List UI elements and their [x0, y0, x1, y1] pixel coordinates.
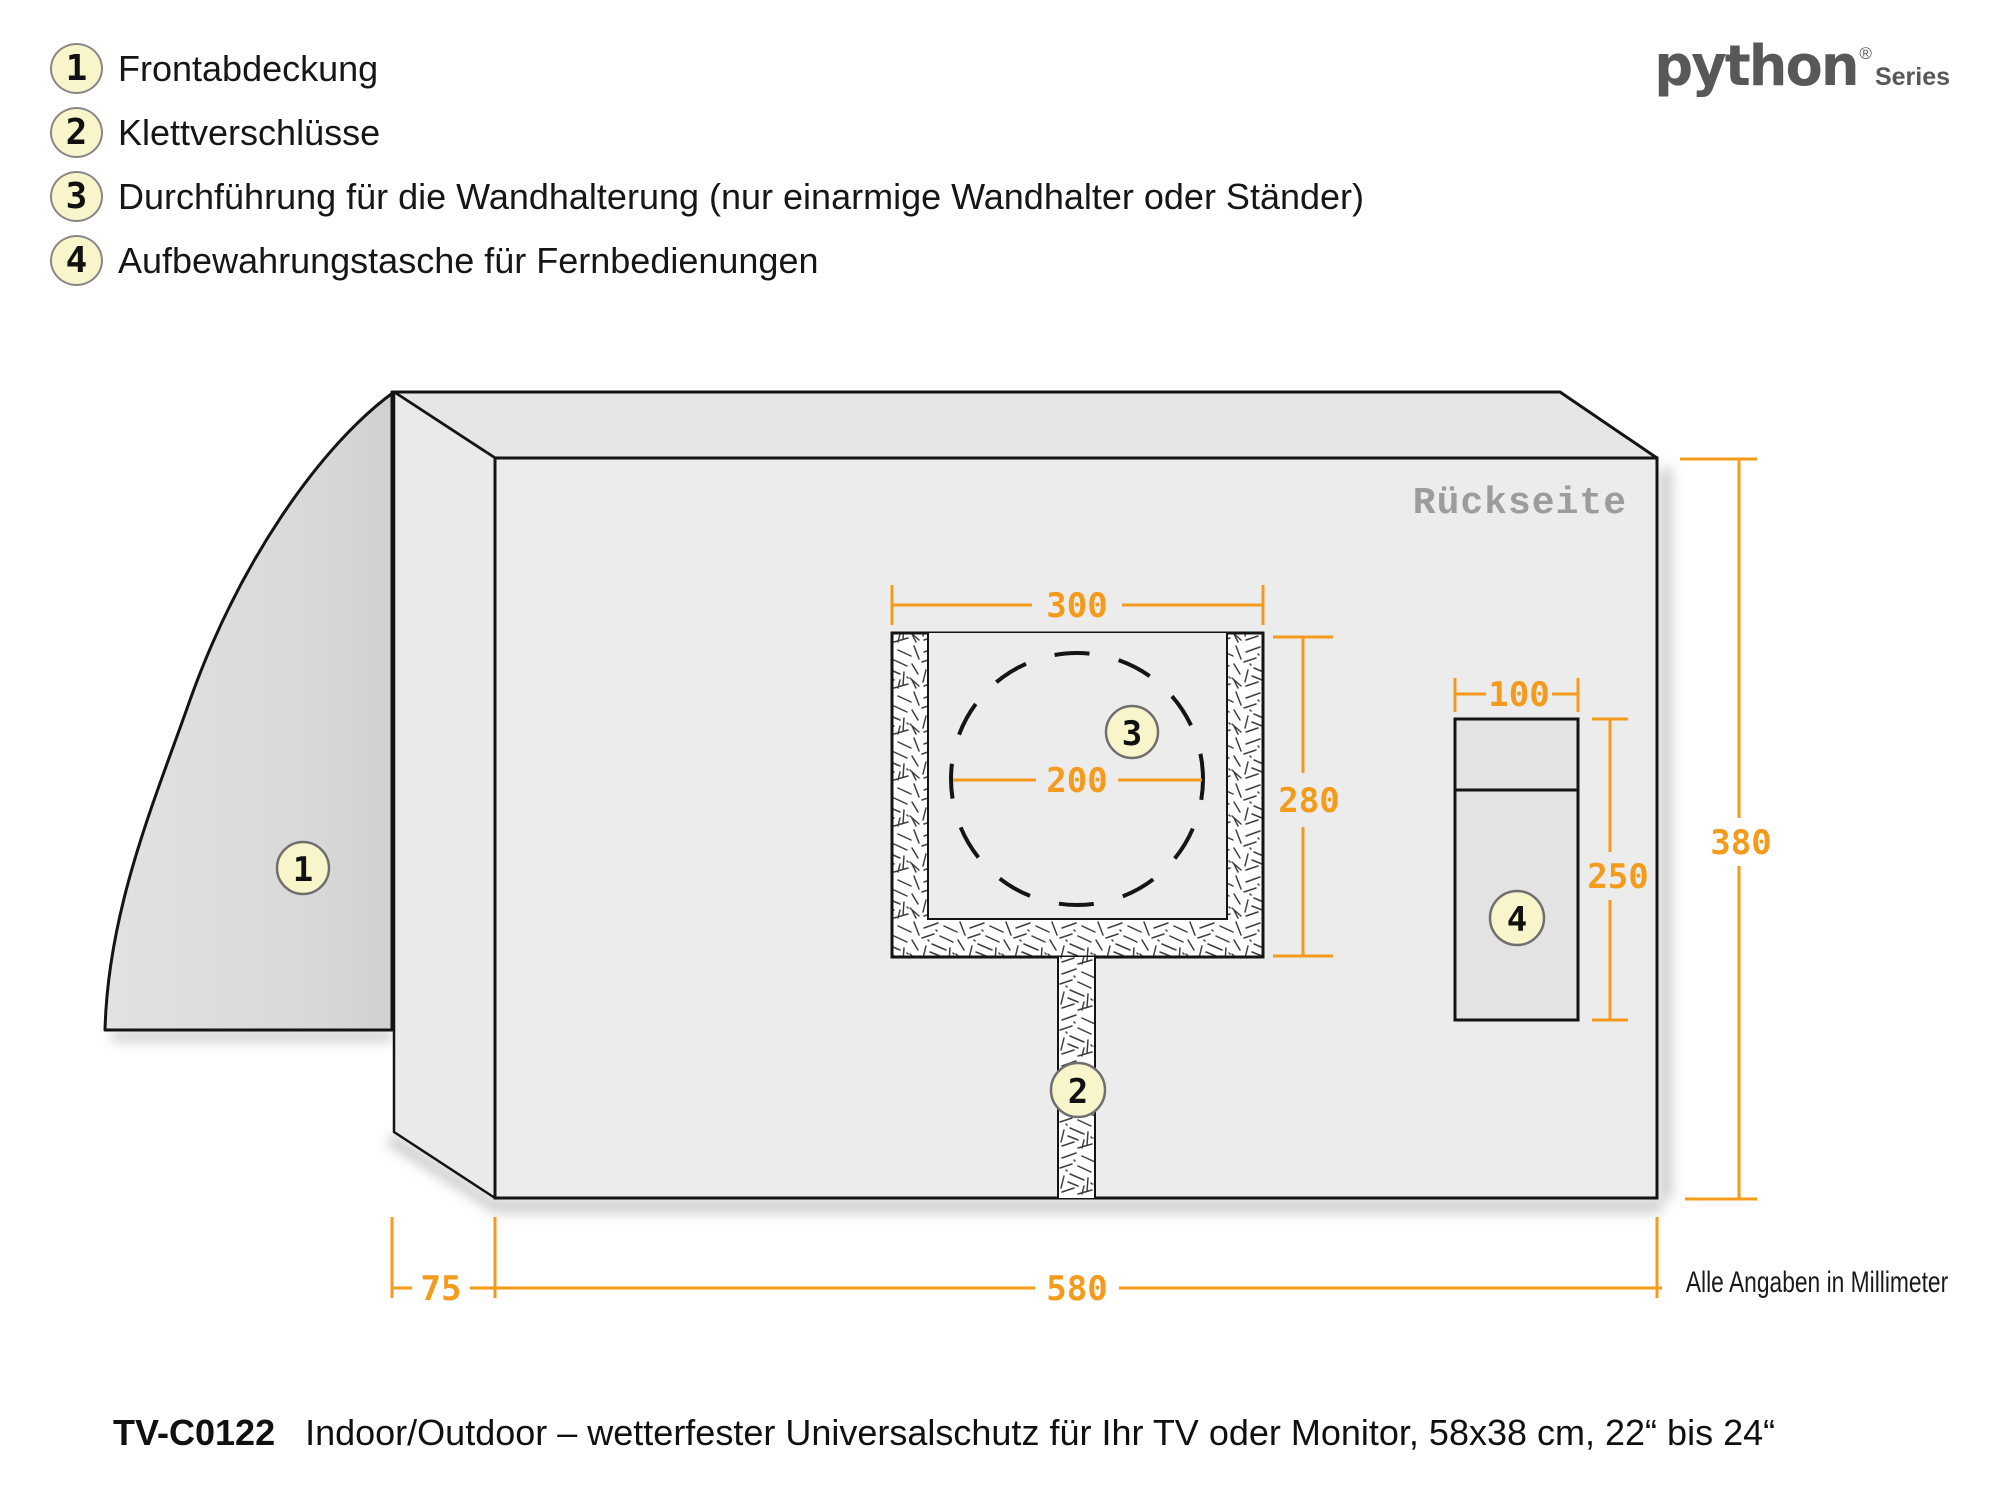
svg-text:2: 2	[1068, 1072, 1088, 1112]
svg-text:300: 300	[1046, 586, 1107, 626]
diagram-badge-1: 1	[275, 840, 331, 896]
dimension-250: 250	[1587, 717, 1649, 1022]
product-caption: TV-C0122 Indoor/Outdoor – wetterfester Un…	[113, 1412, 1775, 1454]
dimension-75: 75	[390, 1217, 495, 1309]
cover-side-face	[392, 390, 497, 1200]
dimension-200: 200	[953, 761, 1202, 801]
legend-badge-3: 3	[50, 171, 103, 222]
front-cover-flap	[103, 390, 396, 1032]
legend-item-frontabdeckung: 1 Frontabdeckung	[50, 42, 1364, 95]
dimension-100: 100	[1453, 675, 1580, 715]
brand-name: python	[1654, 34, 1859, 99]
mount-hole-dashed-circle	[949, 651, 1205, 907]
svg-text:1: 1	[293, 850, 313, 890]
legend: 1 Frontabdeckung 2 Klettverschlüsse 3 Du…	[50, 42, 1364, 298]
diagram-badge-2: 2	[1049, 1061, 1107, 1119]
wall-mount-opening	[890, 631, 1265, 959]
svg-text:380: 380	[1710, 823, 1771, 863]
product-description: Indoor/Outdoor – wetterfester Universals…	[305, 1412, 1776, 1453]
svg-text:580: 580	[1046, 1269, 1107, 1309]
legend-item-durchfuehrung: 3 Durchführung für die Wandhalterung (nu…	[50, 170, 1364, 223]
legend-item-aufbewahrungstasche: 4 Aufbewahrungstasche für Fernbedienunge…	[50, 234, 1364, 287]
brand-series: Series	[1874, 63, 1950, 91]
svg-text:4: 4	[1507, 900, 1527, 940]
legend-label: Aufbewahrungstasche für Fernbedienungen	[118, 239, 819, 281]
svg-text:250: 250	[1587, 857, 1648, 897]
legend-label: Durchführung für die Wandhalterung (nur …	[118, 175, 1365, 217]
svg-text:280: 280	[1278, 781, 1339, 821]
dimension-280: 280	[1273, 635, 1340, 958]
svg-text:200: 200	[1046, 761, 1107, 801]
legend-badge-4: 4	[50, 235, 103, 286]
registered-trademark-icon: ®	[1859, 44, 1872, 63]
svg-text:3: 3	[1122, 714, 1142, 754]
legend-label: Klettverschlüsse	[118, 111, 381, 153]
diagram-badge-4: 4	[1488, 889, 1546, 947]
dimension-300: 300	[890, 585, 1265, 626]
units-note: Alle Angaben in Millimeter	[1685, 1266, 1948, 1299]
legend-label: Frontabdeckung	[118, 47, 379, 89]
svg-text:75: 75	[421, 1269, 462, 1309]
back-side-label: Rückseite	[1413, 482, 1627, 525]
diagram-badge-3: 3	[1104, 704, 1160, 760]
drop-shadow	[112, 468, 1672, 1213]
dimension-380: 380	[1680, 457, 1772, 1201]
product-sku: TV-C0122	[113, 1412, 276, 1453]
legend-badge-2: 2	[50, 107, 103, 158]
cover-top-face	[392, 390, 1659, 460]
legend-item-klettverschluesse: 2 Klettverschlüsse	[50, 106, 1364, 159]
brand-logo: python ® Series	[1648, 34, 1950, 99]
legend-badge-1: 1	[50, 43, 103, 94]
remote-pocket	[1453, 717, 1580, 1022]
dimension-580: 580	[493, 1217, 1662, 1309]
svg-text:100: 100	[1488, 675, 1549, 715]
